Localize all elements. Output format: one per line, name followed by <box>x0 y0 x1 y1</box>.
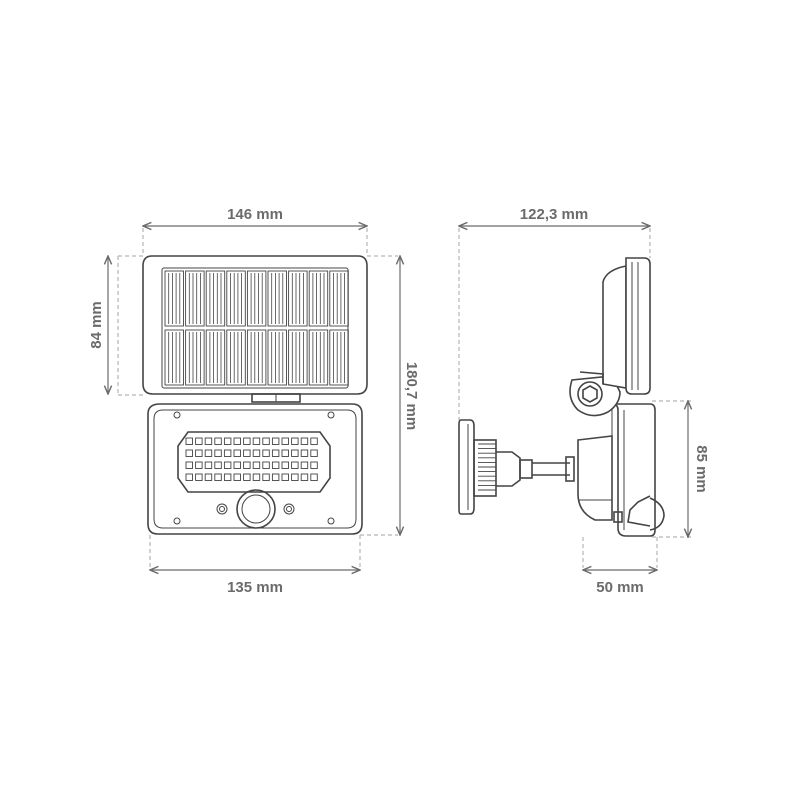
front-view: 146 mm 84 mm 180,7 mm 135 mm <box>88 206 420 596</box>
led <box>233 461 241 469</box>
led <box>300 473 309 481</box>
led <box>262 473 270 481</box>
dim-lamp-width: 135 mm <box>227 579 283 596</box>
solar-cell <box>226 329 246 386</box>
led <box>243 437 251 445</box>
led <box>204 473 213 481</box>
led <box>300 461 309 469</box>
led <box>185 461 193 469</box>
solar-cell <box>164 270 184 327</box>
led <box>281 449 289 457</box>
led <box>300 449 309 457</box>
led <box>233 473 241 481</box>
dim-panel-width: 146 mm <box>227 206 283 223</box>
solar-cell <box>267 270 287 327</box>
led <box>243 473 251 481</box>
solar-cell <box>185 270 205 327</box>
lamp-body <box>147 403 363 535</box>
solar-cell <box>308 270 329 327</box>
led <box>271 449 280 457</box>
led <box>310 449 318 457</box>
led <box>252 449 261 457</box>
led <box>262 437 270 445</box>
led <box>243 461 251 469</box>
led <box>214 437 222 445</box>
led <box>310 473 318 481</box>
solar-panel <box>142 255 368 395</box>
led <box>185 449 193 457</box>
solar-cell <box>246 270 267 327</box>
led <box>310 437 318 445</box>
led <box>281 461 289 469</box>
solar-cell <box>205 270 226 327</box>
led <box>291 461 299 469</box>
dim-panel-height: 84 mm <box>88 301 105 349</box>
led <box>185 437 193 445</box>
led <box>233 437 241 445</box>
led <box>214 461 222 469</box>
led <box>214 449 222 457</box>
dim-side-lamp-height: 85 mm <box>693 445 710 493</box>
led <box>223 461 232 469</box>
led <box>271 473 280 481</box>
led <box>204 437 213 445</box>
solar-cell <box>329 329 349 386</box>
led <box>291 449 299 457</box>
led <box>195 461 203 469</box>
led <box>223 437 232 445</box>
dim-side-lamp-depth: 50 mm <box>596 579 644 596</box>
collar-ridges <box>478 443 496 491</box>
solar-cell <box>267 329 287 386</box>
led <box>195 473 203 481</box>
led <box>223 473 232 481</box>
led-array <box>185 437 318 481</box>
solar-cells <box>164 270 349 386</box>
led <box>300 437 309 445</box>
led <box>252 437 261 445</box>
led <box>252 473 261 481</box>
led <box>291 473 299 481</box>
side-extension-lines <box>458 228 692 568</box>
solar-cell <box>288 329 308 386</box>
mount-arm <box>532 456 575 482</box>
led <box>243 449 251 457</box>
hinge-connector <box>251 393 301 403</box>
led <box>233 449 241 457</box>
solar-cell <box>308 329 329 386</box>
dim-total-height: 180,7 mm <box>403 362 420 430</box>
front-extension-lines <box>117 228 398 568</box>
solar-cell <box>329 270 349 327</box>
solar-cell <box>246 329 267 386</box>
led <box>271 461 280 469</box>
led <box>223 449 232 457</box>
led <box>195 449 203 457</box>
led <box>204 461 213 469</box>
led <box>291 437 299 445</box>
led <box>214 473 222 481</box>
led <box>271 437 280 445</box>
led <box>252 461 261 469</box>
led <box>195 437 203 445</box>
motion-sensor <box>236 489 276 529</box>
solar-panel-side <box>579 257 651 395</box>
led <box>281 473 289 481</box>
led <box>185 473 193 481</box>
side-view: 122,3 mm 85 mm 50 mm <box>459 206 710 596</box>
led <box>262 461 270 469</box>
led <box>262 449 270 457</box>
solar-cell <box>164 329 184 386</box>
led <box>281 437 289 445</box>
dim-side-depth: 122,3 mm <box>520 206 588 223</box>
led <box>204 449 213 457</box>
solar-cell <box>185 329 205 386</box>
solar-cell <box>205 329 226 386</box>
led <box>310 461 318 469</box>
lamp-side <box>577 403 665 537</box>
wall-mount <box>458 419 533 515</box>
solar-cell <box>226 270 246 327</box>
solar-cell <box>288 270 308 327</box>
pivot-joint <box>569 375 621 417</box>
